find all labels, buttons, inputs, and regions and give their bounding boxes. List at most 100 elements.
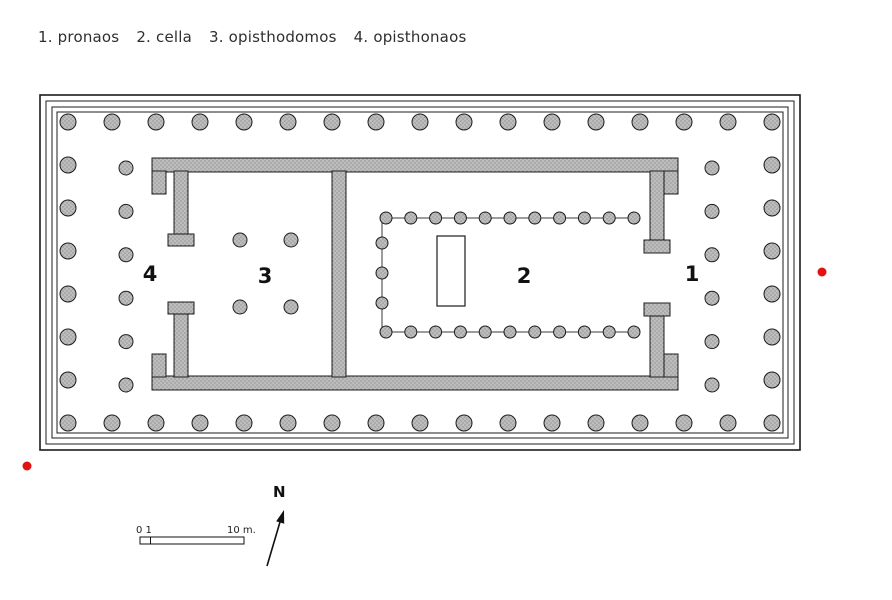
column: [279, 113, 297, 131]
opisthodomos-west-wall-lower: [173, 313, 189, 378]
cella-building-walls: [151, 157, 679, 391]
opisthodomos-door-jamb-south: [167, 301, 195, 315]
room-label-opisthonaos: 4: [143, 262, 158, 286]
scale-bar-rect: [139, 536, 245, 545]
column: [118, 203, 134, 219]
column: [453, 325, 467, 339]
column: [587, 414, 605, 432]
column: [543, 414, 561, 432]
column: [59, 199, 77, 217]
cella-colonnade-columns: [375, 211, 641, 339]
column: [283, 299, 299, 315]
column: [323, 414, 341, 432]
column: [503, 211, 517, 225]
column: [627, 325, 641, 339]
cella-door-jamb-south: [643, 302, 671, 317]
column: [704, 160, 720, 176]
column: [404, 211, 418, 225]
column: [631, 113, 649, 131]
column: [704, 334, 720, 350]
column: [763, 242, 781, 260]
column: [478, 211, 492, 225]
south-wall: [151, 375, 679, 391]
column: [499, 113, 517, 131]
column: [323, 113, 341, 131]
north-arrowhead: [276, 510, 285, 524]
column: [279, 414, 297, 432]
stylobate-steps: [39, 94, 801, 451]
statue-base: [436, 235, 466, 307]
column: [719, 113, 737, 131]
column: [232, 232, 248, 248]
column: [379, 325, 393, 339]
north-arrow: N: [266, 483, 286, 567]
column: [375, 296, 389, 310]
column: [375, 236, 389, 250]
column: [59, 113, 77, 131]
legend-item-cella: 2. cella: [136, 28, 192, 46]
cella-door-jamb-north: [643, 239, 671, 254]
cella-east-wall-lower: [649, 315, 665, 378]
column: [763, 113, 781, 131]
column: [429, 325, 443, 339]
east-anta-south: [663, 353, 679, 378]
column: [719, 414, 737, 432]
peristyle-columns: [59, 113, 781, 432]
column: [763, 199, 781, 217]
column: [704, 290, 720, 306]
column: [103, 414, 121, 432]
column: [118, 377, 134, 393]
column: [763, 156, 781, 174]
column: [411, 414, 429, 432]
column: [704, 377, 720, 393]
column: [627, 211, 641, 225]
opisthodomos-door-jamb-north: [167, 233, 195, 247]
room-label-opisthodomos: 3: [258, 264, 273, 288]
column: [118, 247, 134, 263]
legend-item-opisthonaos: 4. opisthonaos: [353, 28, 467, 46]
column: [704, 247, 720, 263]
column: [631, 414, 649, 432]
column: [503, 325, 517, 339]
opisthodomos-columns: [232, 232, 299, 315]
north-label: N: [273, 483, 286, 501]
column: [147, 414, 165, 432]
column: [235, 414, 253, 432]
column: [455, 414, 473, 432]
column: [602, 211, 616, 225]
column: [147, 113, 165, 131]
column: [577, 325, 591, 339]
column: [59, 371, 77, 389]
column: [367, 414, 385, 432]
column: [118, 160, 134, 176]
column: [528, 325, 542, 339]
column: [553, 325, 567, 339]
column: [404, 325, 418, 339]
column: [191, 414, 209, 432]
west-anta-north: [151, 170, 167, 195]
column: [675, 113, 693, 131]
column: [59, 414, 77, 432]
column: [478, 325, 492, 339]
red-marker-east: [817, 267, 827, 277]
north-wall: [151, 157, 679, 173]
column: [379, 211, 393, 225]
column: [763, 285, 781, 303]
column: [602, 325, 616, 339]
porch-columns: [118, 160, 720, 393]
column: [367, 113, 385, 131]
west-anta-south: [151, 353, 167, 378]
scale-bar: 0 1 10 m.: [136, 525, 256, 545]
column: [191, 113, 209, 131]
column: [528, 211, 542, 225]
cella-east-wall-upper: [649, 170, 665, 241]
legend-item-pronaos: 1. pronaos: [38, 28, 120, 46]
red-marker-southwest: [22, 461, 32, 471]
column: [59, 242, 77, 260]
east-anta-north: [663, 170, 679, 195]
column: [587, 113, 605, 131]
column: [59, 328, 77, 346]
column: [59, 156, 77, 174]
